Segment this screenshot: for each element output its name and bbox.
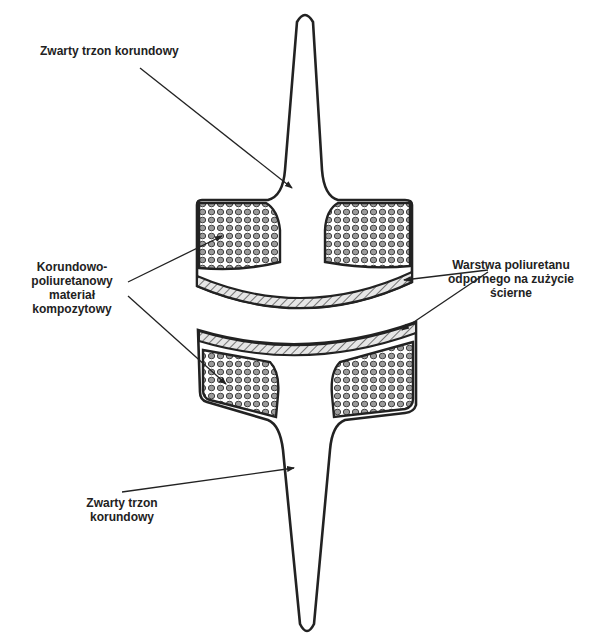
part-label: Warstwa poliuretanu odpornego na zużycie… [436,258,586,300]
leader-lines [122,68,488,492]
leader-line [140,68,292,188]
wear-layer [199,323,416,355]
composite-block [203,350,278,417]
upper-stem [197,15,412,308]
leader-line [122,468,294,492]
composite-block [199,203,280,269]
composite-block [332,342,413,417]
leader-line [128,296,226,384]
composite-block [325,203,410,267]
part-label: Zwarty trzon korundowy [40,44,240,58]
part-label: Zwarty trzon korundowy [80,496,164,524]
wear-layer [197,272,412,308]
upper-component [197,15,412,308]
part-label: Korundowo-poliuretanowy materiał kompozy… [18,260,126,316]
leader-line [128,236,222,282]
